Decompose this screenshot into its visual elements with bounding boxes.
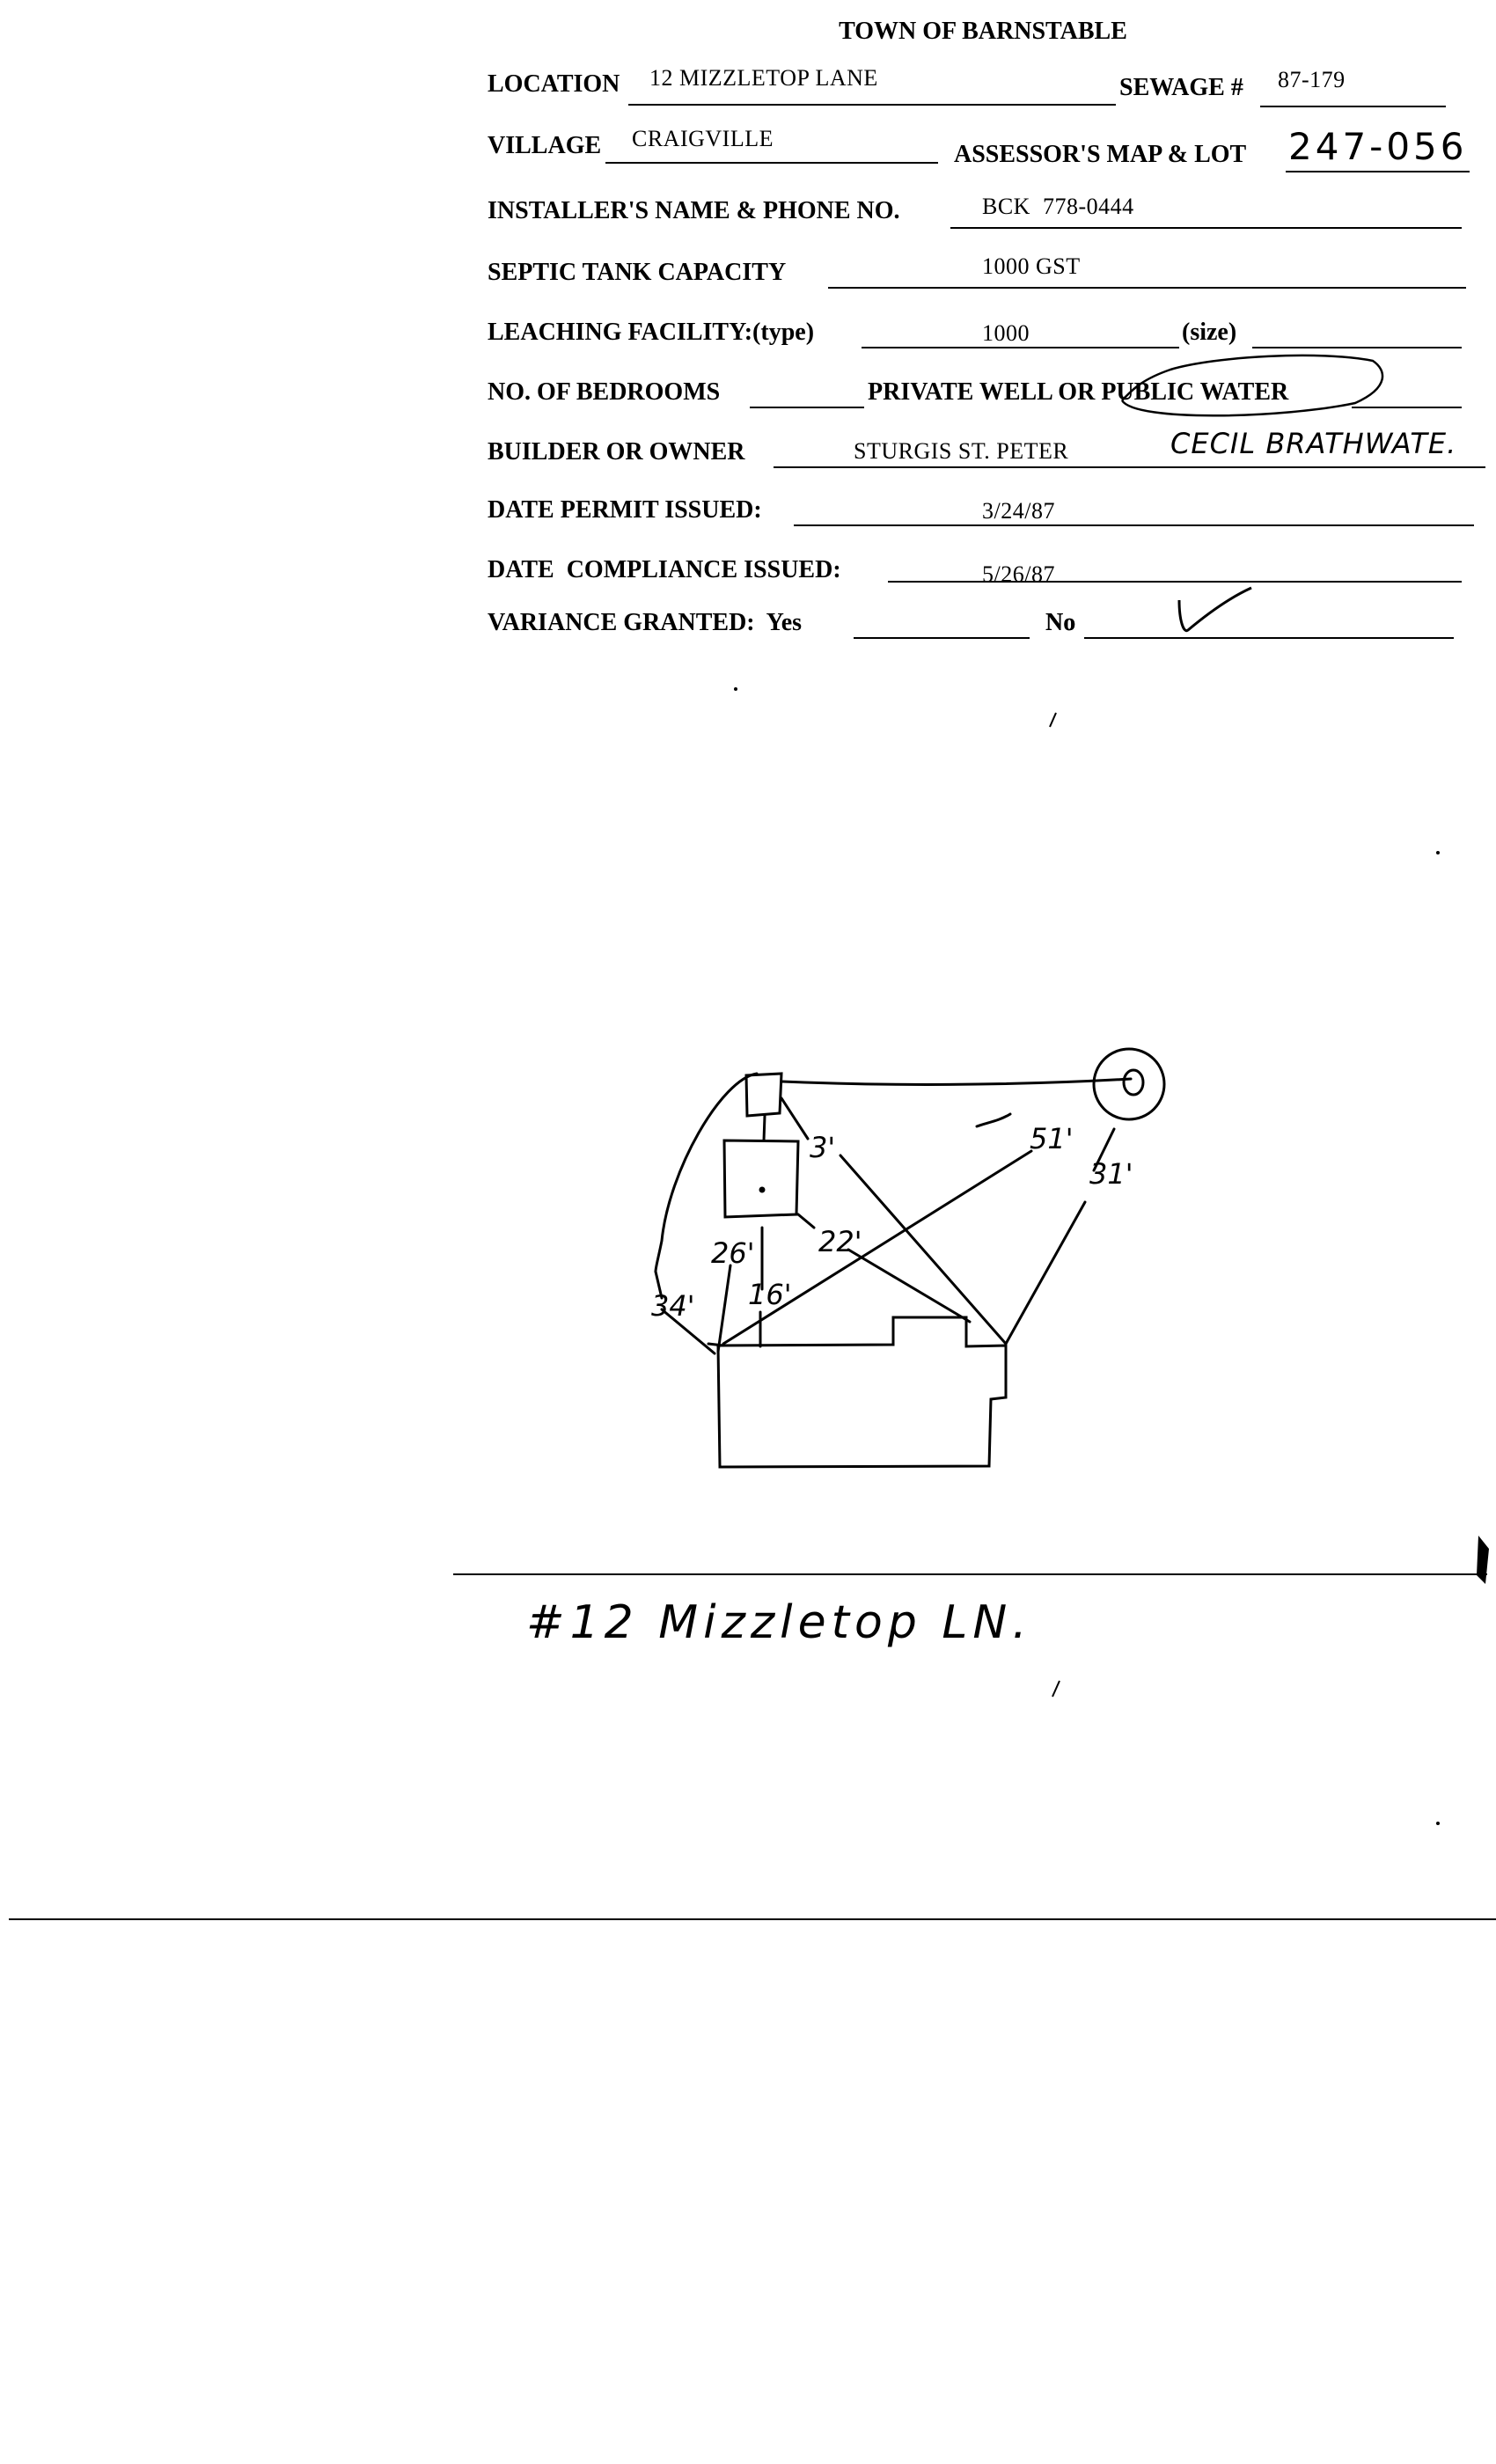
distance-label-16: 16' [748, 1278, 792, 1311]
bedrooms-underline [750, 407, 864, 408]
location-label: LOCATION [488, 70, 620, 98]
house-outline [716, 1316, 1008, 1469]
stray-mark [1052, 1680, 1060, 1698]
septic-tank [722, 1139, 800, 1219]
map-lot-underline [1286, 171, 1470, 172]
well-circle [1092, 1047, 1166, 1121]
bedrooms-label: NO. OF BEDROOMS [488, 378, 721, 406]
separator-line [453, 1573, 1487, 1575]
public-water-circle [1120, 354, 1384, 417]
distance-label-22: 22' [818, 1225, 862, 1258]
leaching-size-underline [1252, 347, 1462, 348]
line-3 [839, 1154, 1008, 1346]
installer-underline [950, 227, 1462, 229]
line-22 [847, 1248, 972, 1324]
builder-handwritten: CECIL BRATHWATE. [1170, 427, 1457, 460]
variance-label: VARIANCE GRANTED: Yes [488, 609, 803, 636]
line-31-right [1004, 1200, 1087, 1346]
builder-value: STURGIS ST. PETER [854, 438, 1069, 464]
document-title: TOWN OF BARNSTABLE [839, 18, 1127, 45]
permit-underline [794, 524, 1474, 526]
well-center-mark [1122, 1068, 1145, 1096]
distance-label-51: 51' [1030, 1122, 1074, 1155]
variance-selected: No [1045, 609, 1076, 636]
leaching-size-label: (size) [1182, 319, 1237, 346]
septic-underline [828, 287, 1466, 289]
location-value: 12 MIZZLETOP LANE [649, 65, 878, 91]
map-lot-label: ASSESSOR'S MAP & LOT [954, 141, 1247, 168]
distance-label-3: 3' [810, 1131, 836, 1164]
septic-value: 1000 GST [982, 253, 1081, 279]
water-label: PRIVATE WELL OR PUBLIC WATER [868, 378, 1289, 406]
scan-edge-blob [1477, 1536, 1489, 1584]
permit-label: DATE PERMIT ISSUED: [488, 496, 762, 524]
leaching-underline [862, 347, 1179, 348]
installer-label: INSTALLER'S NAME & PHONE NO. [488, 197, 900, 224]
address-note: #12 Mizzletop LN. [526, 1596, 1032, 1649]
sewage-label: SEWAGE # [1119, 74, 1243, 101]
stray-mark [1049, 712, 1057, 728]
variance-no-label: No [1045, 609, 1076, 636]
connector-pipe [762, 1114, 766, 1142]
builder-label: BUILDER OR OWNER [488, 438, 745, 466]
box-to-well-line [780, 1077, 1133, 1086]
distance-label-34: 34' [651, 1289, 695, 1323]
distance-label-31: 31' [1089, 1157, 1133, 1191]
septic-label: SEPTIC TANK CAPACITY [488, 259, 787, 286]
page-bottom-line [9, 1918, 1496, 1920]
village-value: CRAIGVILLE [632, 126, 774, 151]
distance-label-26: 26' [711, 1236, 755, 1270]
map-lot-value: 247-056 [1288, 125, 1468, 168]
permit-value: 3/24/87 [982, 498, 1055, 524]
installer-value: BCK 778-0444 [982, 194, 1134, 219]
sewage-value: 87-179 [1278, 67, 1346, 92]
public-water-selected: PUBLIC WATER [1101, 378, 1289, 406]
compliance-label: DATE COMPLIANCE ISSUED: [488, 556, 841, 583]
line-26 [716, 1264, 732, 1353]
compliance-underline [888, 581, 1462, 583]
distribution-box [744, 1072, 783, 1118]
arc-34 [654, 1072, 759, 1273]
line-51 [722, 1149, 1033, 1346]
checkmark-icon [1177, 586, 1252, 633]
sewage-underline [1260, 106, 1446, 107]
builder-underline [774, 466, 1485, 468]
location-underline [628, 104, 1116, 106]
leaching-label: LEACHING FACILITY:(type) [488, 319, 815, 346]
leaching-value: 1000 [982, 320, 1030, 346]
village-label: VILLAGE [488, 132, 602, 159]
water-underline [1352, 407, 1462, 408]
variance-yes-underline [854, 637, 1030, 639]
tank-dot [759, 1186, 766, 1193]
variance-no-underline [1084, 637, 1454, 639]
village-underline [605, 162, 938, 164]
